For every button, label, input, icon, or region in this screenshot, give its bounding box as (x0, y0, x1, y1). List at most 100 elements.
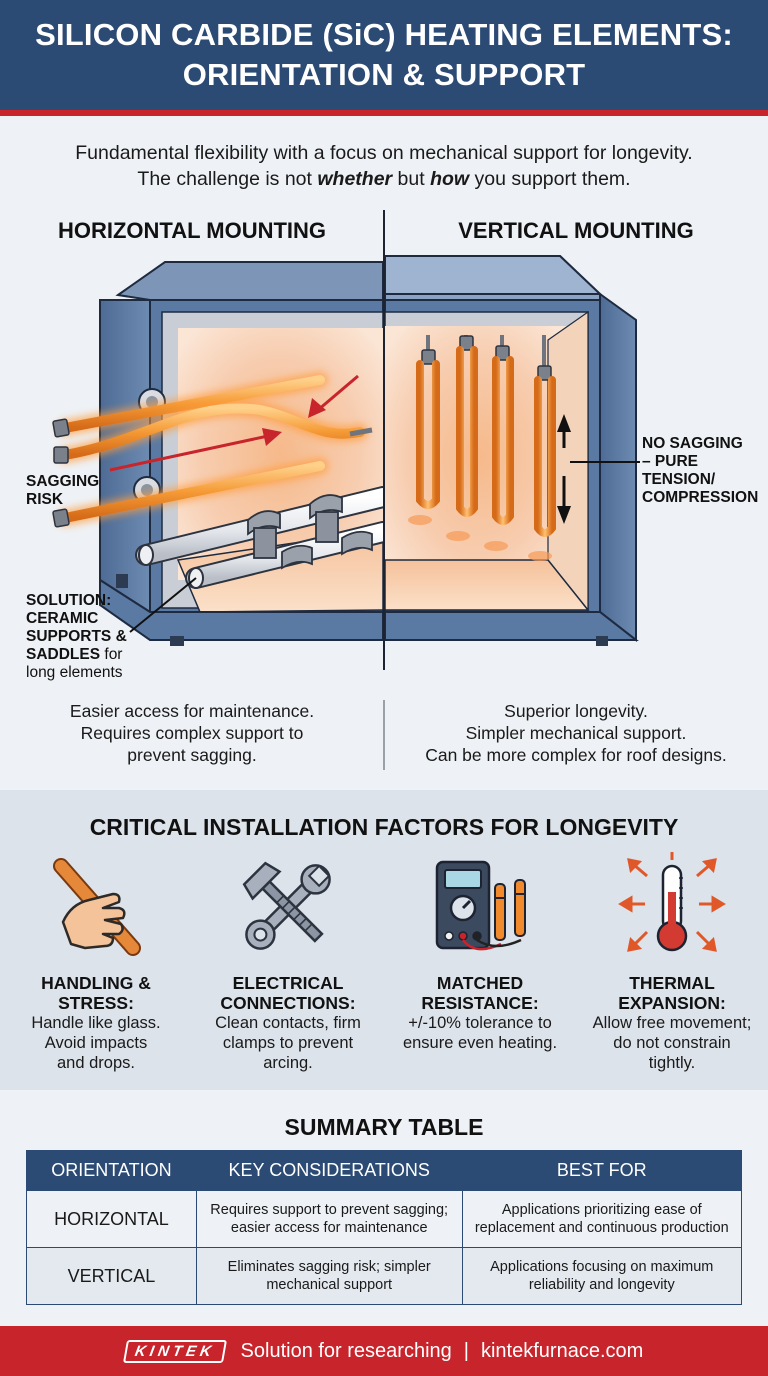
vertical-heading: VERTICAL MOUNTING (458, 218, 694, 243)
bolt-wrench-icon (242, 861, 331, 950)
horizontal-heating-elements (52, 372, 373, 528)
column-header: KEY CONSIDERATIONS (195, 1150, 463, 1191)
label-line: COMPRESSION (642, 489, 759, 506)
intro-line-2: The challenge is not whether but how you… (0, 166, 768, 192)
caption-divider (383, 700, 385, 770)
title-line-1: SILICON CARBIDE (SiC) HEATING ELEMENTS: (35, 17, 733, 52)
summary-heading: SUMMARY TABLE (284, 1114, 484, 1140)
desc-line: Clean contacts, firm (215, 1014, 361, 1032)
sagging-arrows (109, 374, 359, 472)
intro-text-part: The challenge is not (137, 168, 318, 190)
title-line: RESISTANCE: (421, 993, 539, 1013)
desc-line: Handle like glass. (31, 1014, 161, 1032)
thermometer-expansion-icon (618, 852, 726, 952)
horizontal-furnace (99, 261, 384, 646)
factors-heading: CRITICAL INSTALLATION FACTORS FOR LONGEV… (89, 814, 679, 840)
label-line: TENSION/ (642, 471, 716, 488)
tension-label: NO SAGGING – PURE TENSION/ COMPRESSION (642, 435, 758, 507)
cell-line: easier access for maintenance (230, 1220, 428, 1236)
table-cell: Applications focusing on maximum reliabil… (461, 1247, 743, 1305)
intro-text: Fundamental flexibility with a focus on … (0, 140, 768, 192)
title-line: ELECTRICAL (232, 973, 344, 993)
title-line: EXPANSION: (618, 993, 726, 1013)
intro-line-1: Fundamental flexibility with a focus on … (75, 142, 693, 164)
cell-line: Requires support to prevent sagging; (210, 1202, 449, 1218)
factor-handling: HANDLING &STRESS: Handle like glass. Avoi… (0, 852, 192, 1073)
caption-line: prevent sagging. (127, 745, 257, 765)
label-tail: for (100, 646, 123, 663)
header-banner: SILICON CARBIDE (SiC) HEATING ELEMENTS: … (0, 0, 768, 116)
cell-line: mechanical support (266, 1277, 393, 1293)
caption-line: Easier access for maintenance. (69, 701, 315, 721)
page-title: SILICON CARBIDE (SiC) HEATING ELEMENTS: … (35, 15, 733, 95)
label-line: RISK (26, 491, 64, 508)
label-line: NO SAGGING (642, 435, 743, 452)
intro-text-part: but (392, 168, 431, 190)
caption-line: Requires complex support to (80, 723, 304, 743)
cell-line: replacement and continuous production (474, 1220, 729, 1236)
vertical-heating-elements (412, 335, 556, 538)
cell-line: Applications focusing on maximum (490, 1259, 714, 1275)
label-line: SADDLES (26, 646, 101, 663)
table-cell: Requires support to prevent sagging; easi… (195, 1190, 463, 1248)
cell-line: reliability and longevity (528, 1277, 675, 1293)
label-line: – PURE (642, 453, 698, 470)
table-row: VERTICAL Eliminates sagging risk; simple… (26, 1247, 743, 1305)
title-line: MATCHED (436, 973, 524, 993)
column-header: ORIENTATION (26, 1150, 197, 1191)
furnace-diagram (52, 255, 640, 646)
sagging-risk-label: SAGGING RISK (26, 473, 99, 509)
label-line: SAGGING (26, 473, 100, 490)
title-line: HANDLING & (41, 973, 151, 993)
horizontal-caption: Easier access for maintenance. Requires … (0, 700, 384, 766)
factor-description: +/-10% tolerance to ensure even heating. (384, 1013, 576, 1053)
horizontal-heading: HORIZONTAL MOUNTING (57, 218, 327, 243)
column-header: BEST FOR (461, 1150, 743, 1191)
intro-text-part: you support them. (469, 168, 631, 190)
label-line: SUPPORTS & (26, 628, 127, 645)
title-line-2: ORIENTATION & SUPPORT (182, 57, 586, 92)
caption-line: Can be more complex for roof designs. (425, 745, 727, 765)
vertical-caption: Superior longevity. Simpler mechanical s… (384, 700, 768, 766)
desc-line: tightly. (648, 1054, 696, 1072)
desc-line: Avoid impacts (44, 1034, 148, 1052)
kintek-logo: KINTEK (122, 1339, 227, 1363)
factor-title: HANDLING &STRESS: (0, 973, 192, 1013)
footer-tagline: Solution for researching (240, 1339, 452, 1362)
desc-line: ensure even heating. (402, 1034, 558, 1052)
caption-line: Superior longevity. (504, 701, 648, 721)
cell-line: Eliminates sagging risk; simpler (227, 1259, 431, 1275)
summary-table: ORIENTATION KEY CONSIDERATIONS BEST FOR … (26, 1150, 743, 1305)
intro-emphasis-how: how (430, 168, 470, 190)
multimeter-icon (435, 860, 526, 951)
label-line: long elements (26, 664, 123, 681)
desc-line: arcing. (263, 1054, 313, 1072)
footer-bar: KINTEK Solution for researching | kintek… (0, 1326, 768, 1376)
label-line: SOLUTION: (26, 592, 112, 609)
desc-line: and drops. (57, 1054, 135, 1072)
tension-arrows (557, 414, 640, 524)
hand-holding-rod-icon (53, 858, 141, 956)
desc-line: +/-10% tolerance to (408, 1014, 552, 1032)
table-row: HORIZONTAL Requires support to prevent s… (26, 1190, 743, 1248)
desc-line: clamps to prevent (222, 1034, 354, 1052)
factor-description: Clean contacts, firm clamps to prevent arc… (192, 1013, 384, 1073)
table-cell: Eliminates sagging risk; simpler mechanic… (195, 1247, 463, 1305)
title-line: STRESS: (58, 993, 134, 1013)
table-cell: VERTICAL (26, 1247, 197, 1305)
table-cell: HORIZONTAL (26, 1190, 197, 1248)
solution-label: SOLUTION: CERAMIC SUPPORTS & SADDLES for… (26, 592, 127, 682)
caption-line: Simpler mechanical support. (465, 723, 687, 743)
footer-separator: | (463, 1339, 469, 1362)
factor-description: Handle like glass. Avoid impacts and drops… (0, 1013, 192, 1073)
footer-url-link[interactable]: kintekfurnace.com (480, 1339, 644, 1362)
installation-factors-panel: CRITICAL INSTALLATION FACTORS FOR LONGEV… (0, 790, 768, 1090)
desc-line: Allow free movement; (592, 1014, 752, 1032)
